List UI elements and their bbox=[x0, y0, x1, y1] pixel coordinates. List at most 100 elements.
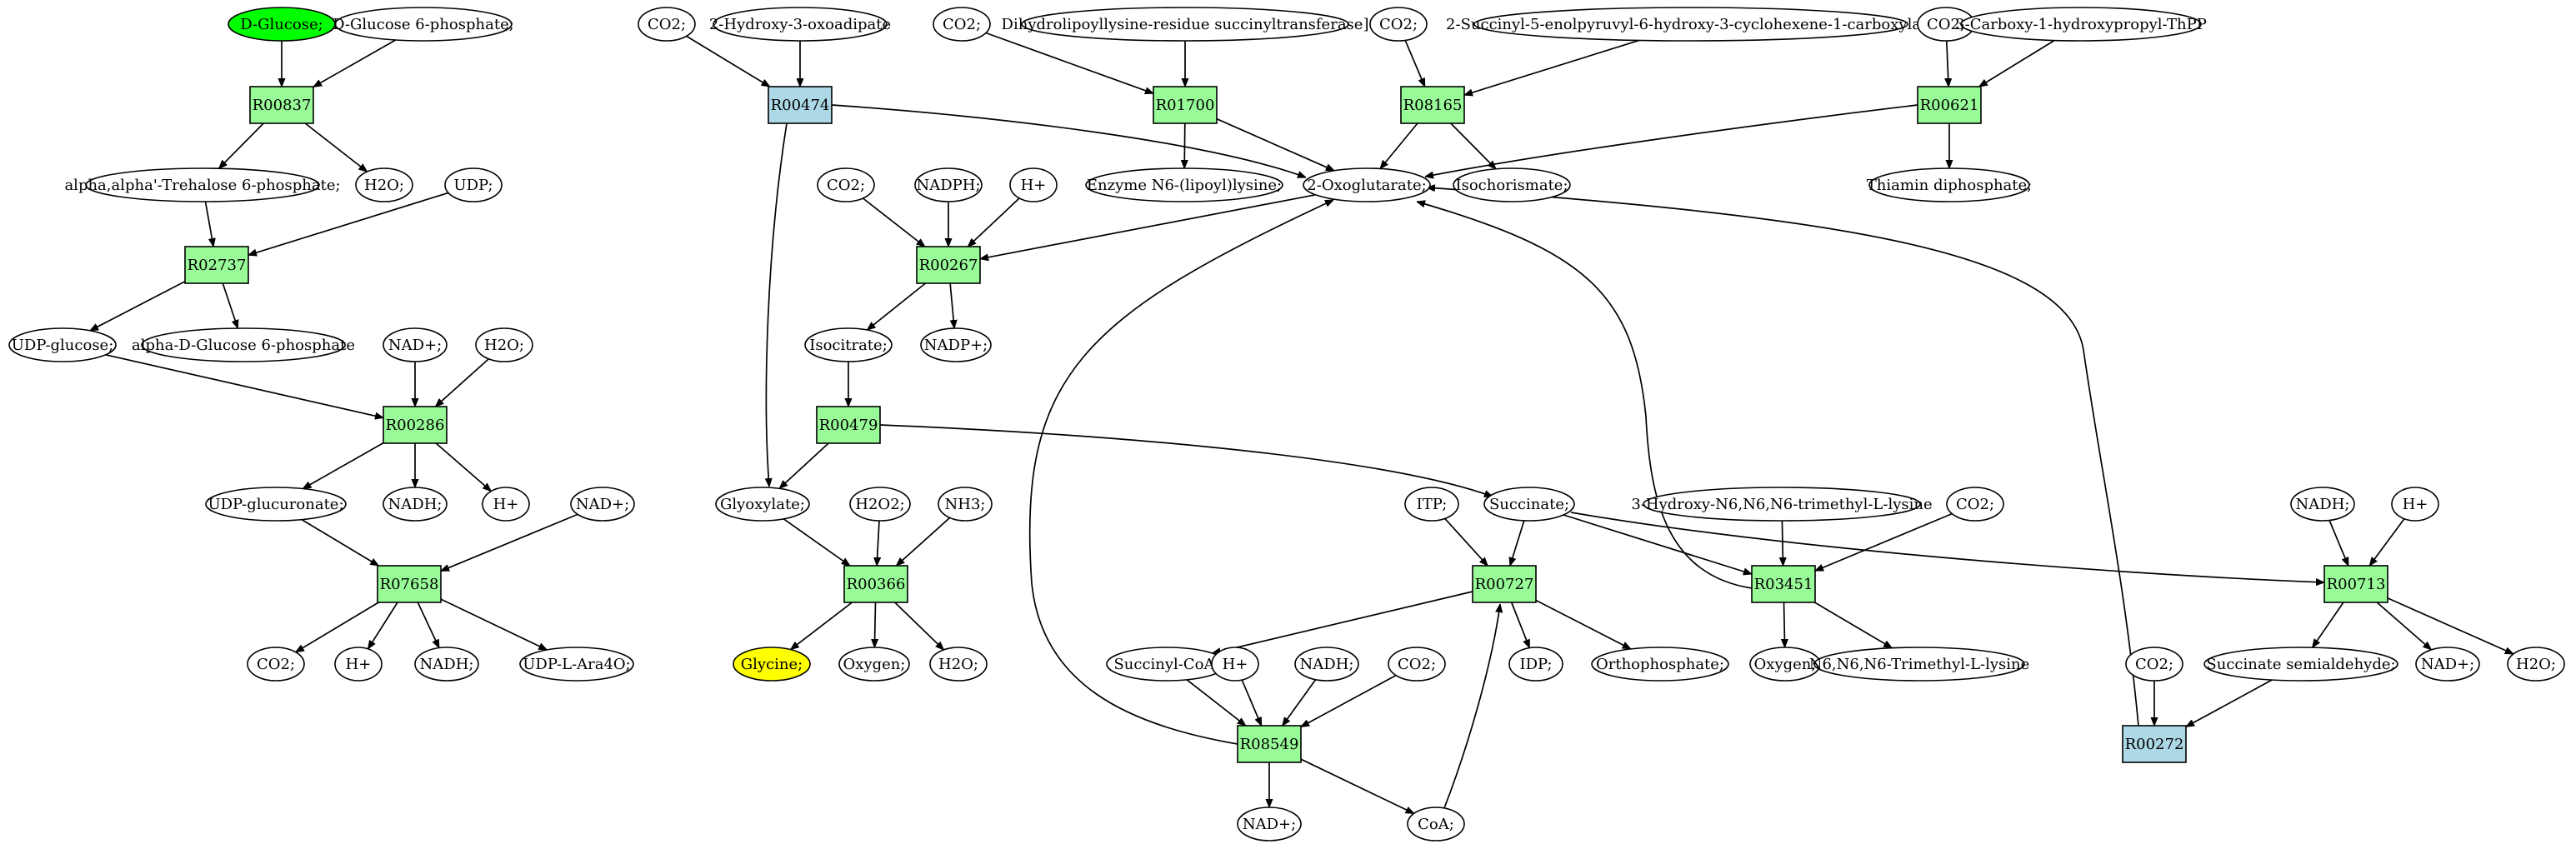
node-label: Glycine; bbox=[741, 656, 803, 673]
compound-node-nadh_4[interactable]: NADH; bbox=[2290, 487, 2355, 522]
compound-node-nadpplus_1[interactable]: NADP+; bbox=[920, 327, 992, 362]
edge-succinate-to-r00727 bbox=[1510, 520, 1525, 566]
compound-node-co2_8[interactable]: CO2; bbox=[1946, 487, 2004, 522]
compound-node-udp_1[interactable]: UDP; bbox=[444, 167, 503, 202]
compound-node-h2o_3[interactable]: H2O; bbox=[929, 647, 988, 682]
compound-node-dglucose[interactable]: D-Glucose; bbox=[228, 7, 336, 42]
compound-node-co2_1[interactable]: CO2; bbox=[247, 647, 305, 682]
compound-node-h2o_2[interactable]: H2O; bbox=[475, 327, 533, 362]
compound-node-co2_6[interactable]: CO2; bbox=[817, 167, 875, 202]
compound-node-nadp_4[interactable]: NAD+; bbox=[2415, 647, 2480, 682]
compound-node-co2_4[interactable]: CO2; bbox=[1369, 7, 1428, 42]
compound-node-hplus_4[interactable]: H+ bbox=[1211, 647, 1259, 682]
compound-node-hplus_5[interactable]: H+ bbox=[2391, 487, 2439, 522]
compound-node-nadp_3[interactable]: NAD+; bbox=[1237, 807, 1302, 842]
edge-co2_3-to-r01700 bbox=[985, 32, 1153, 94]
edge-r00837-to-h2o_1 bbox=[304, 122, 367, 172]
reaction-node-r00837[interactable]: R00837 bbox=[249, 86, 314, 124]
reaction-box bbox=[383, 406, 448, 444]
node-label: Dihydrolipoyllysine-residue succinyltran… bbox=[1002, 16, 1369, 33]
compound-node-nadh_2[interactable]: NADH; bbox=[414, 647, 479, 682]
compound-ellipse bbox=[1085, 167, 1283, 202]
reaction-node-r00272[interactable]: R00272 bbox=[2122, 725, 2187, 763]
compound-node-co2_2[interactable]: CO2; bbox=[638, 7, 696, 42]
compound-node-itp_1[interactable]: ITP; bbox=[1404, 487, 1459, 522]
reaction-node-r00621[interactable]: R00621 bbox=[1917, 86, 1982, 124]
compound-node-nh3_1[interactable]: NH3; bbox=[938, 487, 993, 522]
compound-node-co2_5[interactable]: CO2; bbox=[1917, 7, 1975, 42]
compound-node-succinate[interactable]: Succinate; bbox=[1483, 487, 1575, 522]
compound-node-glyoxylate[interactable]: Glyoxylate; bbox=[715, 487, 810, 522]
compound-node-nadp_2[interactable]: NAD+; bbox=[570, 487, 635, 522]
reaction-node-r08165[interactable]: R08165 bbox=[1400, 86, 1465, 124]
compound-node-dihydrolipoyl[interactable]: Dihydrolipoyllysine-residue succinyltran… bbox=[1002, 7, 1369, 42]
compound-ellipse bbox=[1960, 7, 2202, 42]
compound-node-co2_7[interactable]: CO2; bbox=[1388, 647, 1446, 682]
compound-node-carboxyhydroxy[interactable]: 3-Carboxy-1-hydroxypropyl-ThPP bbox=[1955, 7, 2207, 42]
reaction-node-r02737[interactable]: R02737 bbox=[184, 246, 249, 284]
compound-node-isochorismate[interactable]: Isochorismate; bbox=[1453, 167, 1571, 202]
compound-node-nadp_1[interactable]: NAD+; bbox=[383, 327, 448, 362]
compound-node-succsemialdehyde[interactable]: Succinate semialdehyde; bbox=[2203, 647, 2398, 682]
compound-node-isocitrate[interactable]: Isocitrate; bbox=[804, 327, 893, 362]
reaction-node-r00286[interactable]: R00286 bbox=[383, 406, 448, 444]
reaction-node-r00366[interactable]: R00366 bbox=[843, 565, 908, 603]
compound-node-hydroxyoxoadipate[interactable]: 2-Hydroxy-3-oxoadipate bbox=[709, 7, 891, 42]
compound-node-udpglucuronate[interactable]: UDP-glucuronate; bbox=[205, 487, 347, 522]
compound-node-oxygen_1[interactable]: Oxygen; bbox=[838, 647, 910, 682]
node-label: UDP-L-Ara4O; bbox=[523, 656, 630, 673]
compound-ellipse bbox=[733, 647, 811, 682]
node-label: ITP; bbox=[1417, 496, 1448, 513]
compound-node-h2o2_1[interactable]: H2O2; bbox=[849, 487, 911, 522]
compound-node-idp_1[interactable]: IDP; bbox=[1508, 647, 1563, 682]
compound-node-dg6p[interactable]: D-Glucose 6-phosphate; bbox=[333, 7, 514, 42]
compound-node-hplus_1[interactable]: H+ bbox=[482, 487, 530, 522]
compound-ellipse bbox=[713, 7, 888, 42]
compound-node-trimethyllysine[interactable]: N6,N6,N6-Trimethyl-L-lysine bbox=[1809, 647, 2030, 682]
edge-co2_5-to-r00621 bbox=[1947, 40, 1948, 87]
node-label: H2O; bbox=[484, 337, 524, 354]
compound-node-glycine[interactable]: Glycine; bbox=[733, 647, 811, 682]
reaction-node-r01700[interactable]: R01700 bbox=[1153, 86, 1218, 124]
reaction-node-r07658[interactable]: R07658 bbox=[377, 565, 442, 603]
compound-node-succinylcoa[interactable]: Succinyl-CoA; bbox=[1106, 647, 1228, 682]
compound-node-oxoglutarate[interactable]: 2-Oxoglutarate; bbox=[1303, 167, 1431, 202]
compound-node-nadh_3[interactable]: NADH; bbox=[1294, 647, 1359, 682]
compound-node-co2_3[interactable]: CO2; bbox=[933, 7, 991, 42]
reaction-box bbox=[1751, 565, 1816, 603]
compound-node-nadph_1[interactable]: NADPH; bbox=[914, 167, 983, 202]
reaction-node-r03451[interactable]: R03451 bbox=[1751, 565, 1816, 603]
node-label: H2O; bbox=[364, 177, 404, 194]
nodes-layer: D-Glucose;D-Glucose 6-phosphate; R00837 al… bbox=[8, 7, 2565, 842]
edge-hplus_3-to-r00267 bbox=[968, 197, 1020, 247]
compound-node-oxygen_2[interactable]: Oxygen; bbox=[1749, 647, 1821, 682]
compound-node-hydroxytrimethyl[interactable]: 3-Hydroxy-N6,N6,N6-trimethyl-L-lysine bbox=[1631, 487, 1933, 522]
edge-succsemialdehyde-to-r00272 bbox=[2186, 679, 2273, 728]
reaction-node-r00267[interactable]: R00267 bbox=[916, 246, 981, 284]
reaction-node-r00474[interactable]: R00474 bbox=[768, 86, 833, 124]
compound-node-hplus_3[interactable]: H+ bbox=[1009, 167, 1058, 202]
compound-node-succinylenol[interactable]: 2-Succinyl-5-enolpyruvyl-6-hydroxy-3-cyc… bbox=[1446, 7, 1936, 42]
compound-node-udplara4o[interactable]: UDP-L-Ara4O; bbox=[519, 647, 634, 682]
edge-r07658-to-co2_1 bbox=[296, 602, 379, 653]
compound-node-nadh_1[interactable]: NADH; bbox=[383, 487, 448, 522]
compound-node-h2o_4[interactable]: H2O; bbox=[2507, 647, 2565, 682]
compound-node-co2_9[interactable]: CO2; bbox=[2125, 647, 2183, 682]
compound-node-udpglucose[interactable]: UDP-glucose; bbox=[8, 327, 117, 362]
compound-node-adg6p[interactable]: alpha-D-Glucose 6-phosphate bbox=[132, 327, 355, 362]
reaction-node-r00713[interactable]: R00713 bbox=[2323, 565, 2388, 603]
reaction-node-r08549[interactable]: R08549 bbox=[1237, 725, 1302, 763]
compound-node-thiamin[interactable]: Thiamin diphosphate; bbox=[1867, 167, 2033, 202]
compound-node-hplus_2[interactable]: H+ bbox=[334, 647, 383, 682]
compound-node-coa_1[interactable]: CoA; bbox=[1407, 807, 1465, 842]
compound-node-h2o_1[interactable]: H2O; bbox=[355, 167, 413, 202]
node-label: Succinyl-CoA; bbox=[1113, 656, 1219, 673]
reaction-box bbox=[184, 246, 249, 284]
compound-node-enzymen6[interactable]: Enzyme N6-(lipoyl)lysine; bbox=[1085, 167, 1283, 202]
reaction-node-r00479[interactable]: R00479 bbox=[816, 406, 881, 444]
reaction-node-r00727[interactable]: R00727 bbox=[1472, 565, 1537, 603]
compound-node-orthophosphate[interactable]: Orthophosphate; bbox=[1591, 647, 1729, 682]
node-label: CoA; bbox=[1418, 816, 1454, 833]
compound-node-trehalose6p[interactable]: alpha,alpha'-Trehalose 6-phosphate; bbox=[64, 167, 341, 202]
compound-ellipse bbox=[1388, 647, 1446, 682]
